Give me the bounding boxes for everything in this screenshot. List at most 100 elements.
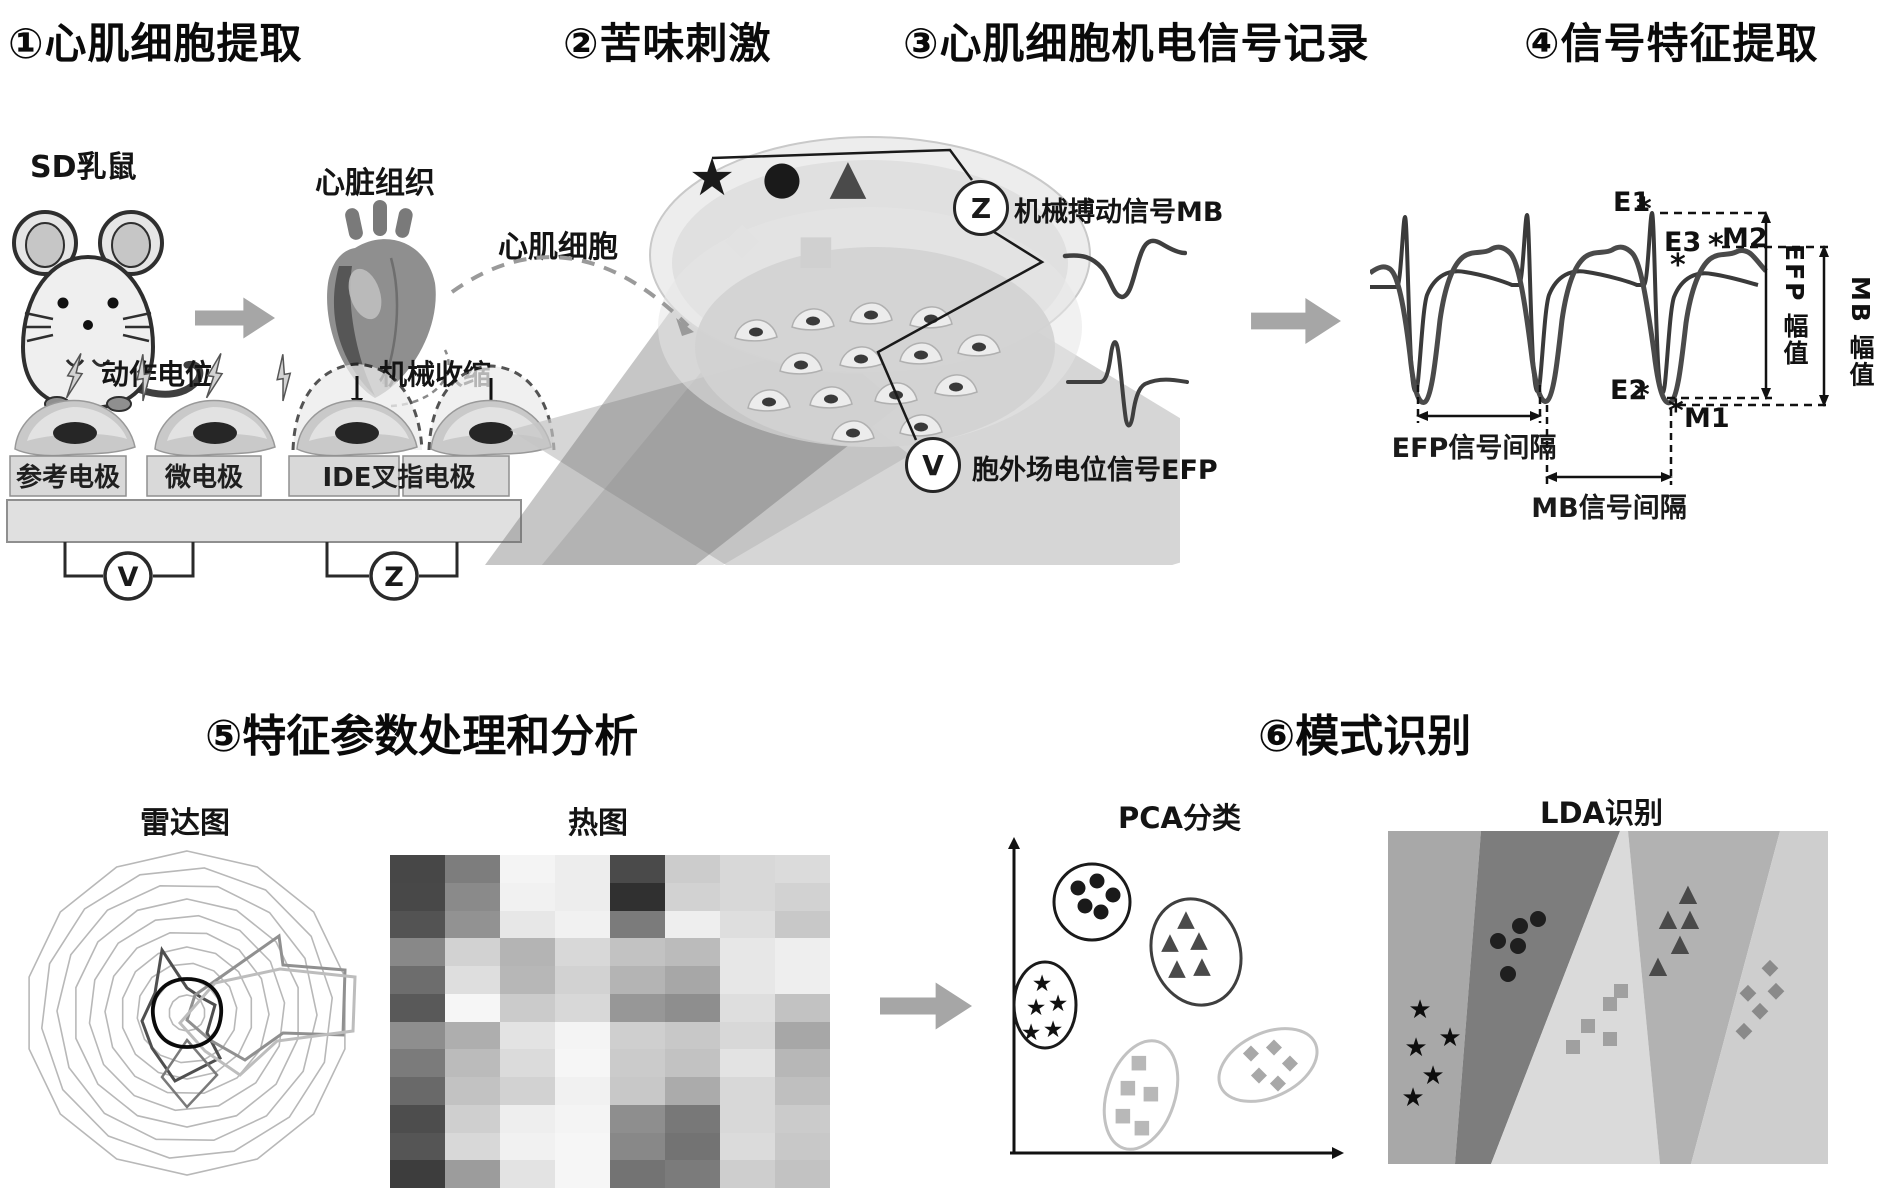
heatmap-cell bbox=[390, 1077, 445, 1105]
step2-title: ②苦味刺激 bbox=[563, 10, 772, 71]
mouse-ear-left-inner bbox=[26, 223, 64, 267]
svg-text:▲: ▲ bbox=[1671, 929, 1690, 957]
heatmap-cell bbox=[555, 883, 610, 911]
efp-waveform bbox=[1065, 330, 1190, 435]
svg-text:◆: ◆ bbox=[1768, 978, 1785, 1003]
ref-electrode-label: 参考电极 bbox=[16, 462, 121, 493]
dot-icon: ● bbox=[762, 150, 802, 204]
heatmap-cell bbox=[775, 1022, 830, 1050]
heatmap-cell bbox=[775, 1160, 830, 1188]
heatmap-cell bbox=[775, 966, 830, 994]
svg-text:★: ★ bbox=[1401, 1083, 1424, 1113]
heatmap-cell bbox=[665, 855, 720, 883]
efp-amplitude-label: EFP 幅值 bbox=[1776, 244, 1812, 367]
mb-signal-label: 机械搏动信号MB bbox=[1014, 190, 1223, 229]
diamond-icon: ◆ bbox=[725, 213, 759, 264]
svg-text:▲: ▲ bbox=[1190, 927, 1208, 953]
heatmap-cell bbox=[720, 1105, 775, 1133]
pca-plot: ★★ ★★ ★ ▲▲ ▲▲ ▲ ■■ ■■ ■ ◆◆ ◆◆ ◆ bbox=[1000, 833, 1350, 1168]
heatmap-cell bbox=[775, 1077, 830, 1105]
heatmap-cell bbox=[665, 1133, 720, 1161]
voltmeter-meter-symbol: V bbox=[922, 449, 944, 482]
heatmap-cell bbox=[665, 1049, 720, 1077]
svg-text:■: ■ bbox=[1130, 1051, 1148, 1073]
heatmap-cell bbox=[555, 1049, 610, 1077]
heatmap-cell bbox=[665, 1160, 720, 1188]
impedance-meter-symbol: Z bbox=[971, 192, 991, 225]
impedance-symbol: Z bbox=[384, 562, 404, 593]
chip-baseplate bbox=[7, 500, 521, 542]
heatmap-cell bbox=[445, 994, 500, 1022]
ide-electrode-label: IDE叉指电极 bbox=[322, 463, 476, 493]
mouse-nose bbox=[83, 320, 93, 330]
heatmap-cell bbox=[445, 1049, 500, 1077]
svg-text:▲: ▲ bbox=[1193, 953, 1211, 979]
asterisk-e1: * bbox=[1636, 192, 1652, 227]
impedance-meter-circle: Z bbox=[953, 180, 1009, 236]
heatmap-cell bbox=[555, 1160, 610, 1188]
heatmap-cell bbox=[610, 1077, 665, 1105]
heatmap-cell bbox=[720, 938, 775, 966]
step6-title: ⑥模式识别 bbox=[1258, 700, 1471, 764]
heatmap-cell bbox=[390, 911, 445, 939]
heatmap-cell bbox=[610, 1105, 665, 1133]
heatmap-cell bbox=[555, 994, 610, 1022]
heatmap-cell bbox=[500, 1049, 555, 1077]
cell-electrode-diagram: 动作电位 机械收缩 bbox=[5, 348, 557, 640]
asterisk-m2: * bbox=[1708, 228, 1724, 263]
heatmap-cell bbox=[665, 966, 720, 994]
svg-text:◆: ◆ bbox=[1251, 1062, 1268, 1086]
heatmap-cell bbox=[610, 911, 665, 939]
svg-text:★: ★ bbox=[1043, 1017, 1064, 1043]
svg-text:■: ■ bbox=[1114, 1104, 1132, 1126]
mouse-ear-right-inner bbox=[112, 223, 150, 267]
micro-electrode-label: 微电极 bbox=[164, 462, 244, 493]
heatmap-cell bbox=[720, 1133, 775, 1161]
heatmap-cell bbox=[610, 883, 665, 911]
pca-label: PCA分类 bbox=[1118, 795, 1241, 837]
heatmap-cell bbox=[610, 1133, 665, 1161]
heatmap-cell bbox=[500, 883, 555, 911]
voltmeter-symbol: V bbox=[118, 562, 139, 593]
radar-chart-label: 雷达图 bbox=[140, 798, 230, 842]
heatmap-cell bbox=[720, 883, 775, 911]
heatmap-cell bbox=[390, 883, 445, 911]
heatmap-cell bbox=[775, 938, 830, 966]
heatmap-cell bbox=[775, 911, 830, 939]
heatmap-cell bbox=[445, 1105, 500, 1133]
heatmap-cell bbox=[500, 1160, 555, 1188]
arrow-right-icon bbox=[195, 296, 275, 340]
mb-interval-label: MB信号间隔 bbox=[1531, 493, 1686, 524]
step1-title: ①心肌细胞提取 bbox=[8, 10, 303, 71]
heatmap-cell bbox=[775, 1049, 830, 1077]
heatmap-cell bbox=[500, 1133, 555, 1161]
mouse-eye-right bbox=[108, 298, 119, 309]
svg-text:■: ■ bbox=[1119, 1076, 1137, 1098]
triangle-icon: ▲ bbox=[830, 149, 867, 205]
heatmap-cell bbox=[610, 855, 665, 883]
pca-dots bbox=[1071, 874, 1121, 920]
step3-title: ③心肌细胞机电信号记录 bbox=[903, 10, 1370, 71]
heatmap-cell bbox=[720, 1160, 775, 1188]
heatmap-cell bbox=[775, 883, 830, 911]
heatmap-cell bbox=[720, 994, 775, 1022]
heatmap-cell bbox=[445, 911, 500, 939]
pca-cluster-diamonds bbox=[1207, 1014, 1328, 1116]
heatmap-cell bbox=[500, 911, 555, 939]
heatmap-cell bbox=[555, 1022, 610, 1050]
heatmap-cell bbox=[720, 1049, 775, 1077]
svg-text:▲: ▲ bbox=[1168, 955, 1186, 981]
sd-rat-label: SD乳鼠 bbox=[30, 142, 137, 186]
asterisk-e3: * bbox=[1670, 248, 1686, 283]
heatmap-cell bbox=[555, 938, 610, 966]
square-icon: ■ bbox=[797, 227, 835, 273]
svg-text:◆: ◆ bbox=[1762, 955, 1779, 980]
heatmap-cell bbox=[500, 994, 555, 1022]
svg-text:◆: ◆ bbox=[1752, 998, 1769, 1023]
svg-text:★: ★ bbox=[1048, 991, 1069, 1017]
heatmap-cell bbox=[555, 855, 610, 883]
heatmap-cell bbox=[500, 1077, 555, 1105]
efp-interval-label: EFP信号间隔 bbox=[1392, 433, 1557, 464]
heatmap-cell bbox=[610, 966, 665, 994]
